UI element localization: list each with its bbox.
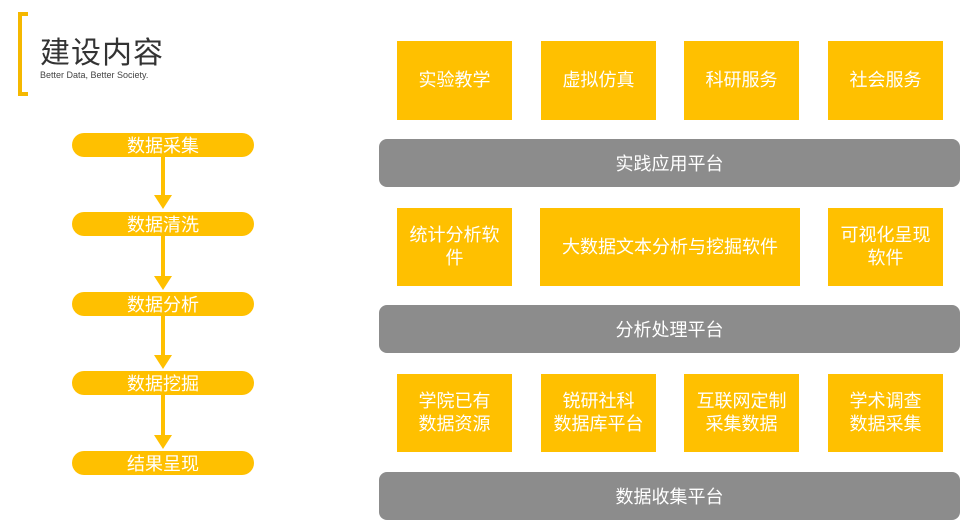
page-title: 建设内容 <box>40 36 164 71</box>
flow-arrow-line <box>161 157 165 195</box>
flow-arrow-head <box>154 276 172 290</box>
flow-arrow-head <box>154 195 172 209</box>
platform-application: 实践应用平台 <box>379 139 960 187</box>
platform-analysis: 分析处理平台 <box>379 305 960 353</box>
analysis-item-text-mining: 大数据文本分析与挖掘软件 <box>540 208 800 286</box>
flow-step-mine: 数据挖掘 <box>72 371 254 395</box>
flow-arrow-head <box>154 435 172 449</box>
collection-item-internet: 互联网定制 采集数据 <box>684 374 799 452</box>
flow-step-analyze: 数据分析 <box>72 292 254 316</box>
collection-item-database: 锐研社科 数据库平台 <box>541 374 656 452</box>
analysis-item-stats: 统计分析软 件 <box>397 208 512 286</box>
flow-arrow-line <box>161 316 165 355</box>
app-item-research: 科研服务 <box>684 41 799 120</box>
collection-item-survey: 学术调查 数据采集 <box>828 374 943 452</box>
flow-arrow-line <box>161 236 165 276</box>
page-subtitle: Better Data, Better Society. <box>40 70 149 80</box>
app-item-simulation: 虚拟仿真 <box>541 41 656 120</box>
collection-item-existing: 学院已有 数据资源 <box>397 374 512 452</box>
flow-arrow-line <box>161 395 165 435</box>
title-bracket <box>18 12 28 96</box>
analysis-item-visualization: 可视化呈现 软件 <box>828 208 943 286</box>
app-item-social: 社会服务 <box>828 41 943 120</box>
flow-step-present: 结果呈现 <box>72 451 254 475</box>
flow-step-collect: 数据采集 <box>72 133 254 157</box>
flow-arrow-head <box>154 355 172 369</box>
app-item-teaching: 实验教学 <box>397 41 512 120</box>
flow-step-clean: 数据清洗 <box>72 212 254 236</box>
platform-collection: 数据收集平台 <box>379 472 960 520</box>
